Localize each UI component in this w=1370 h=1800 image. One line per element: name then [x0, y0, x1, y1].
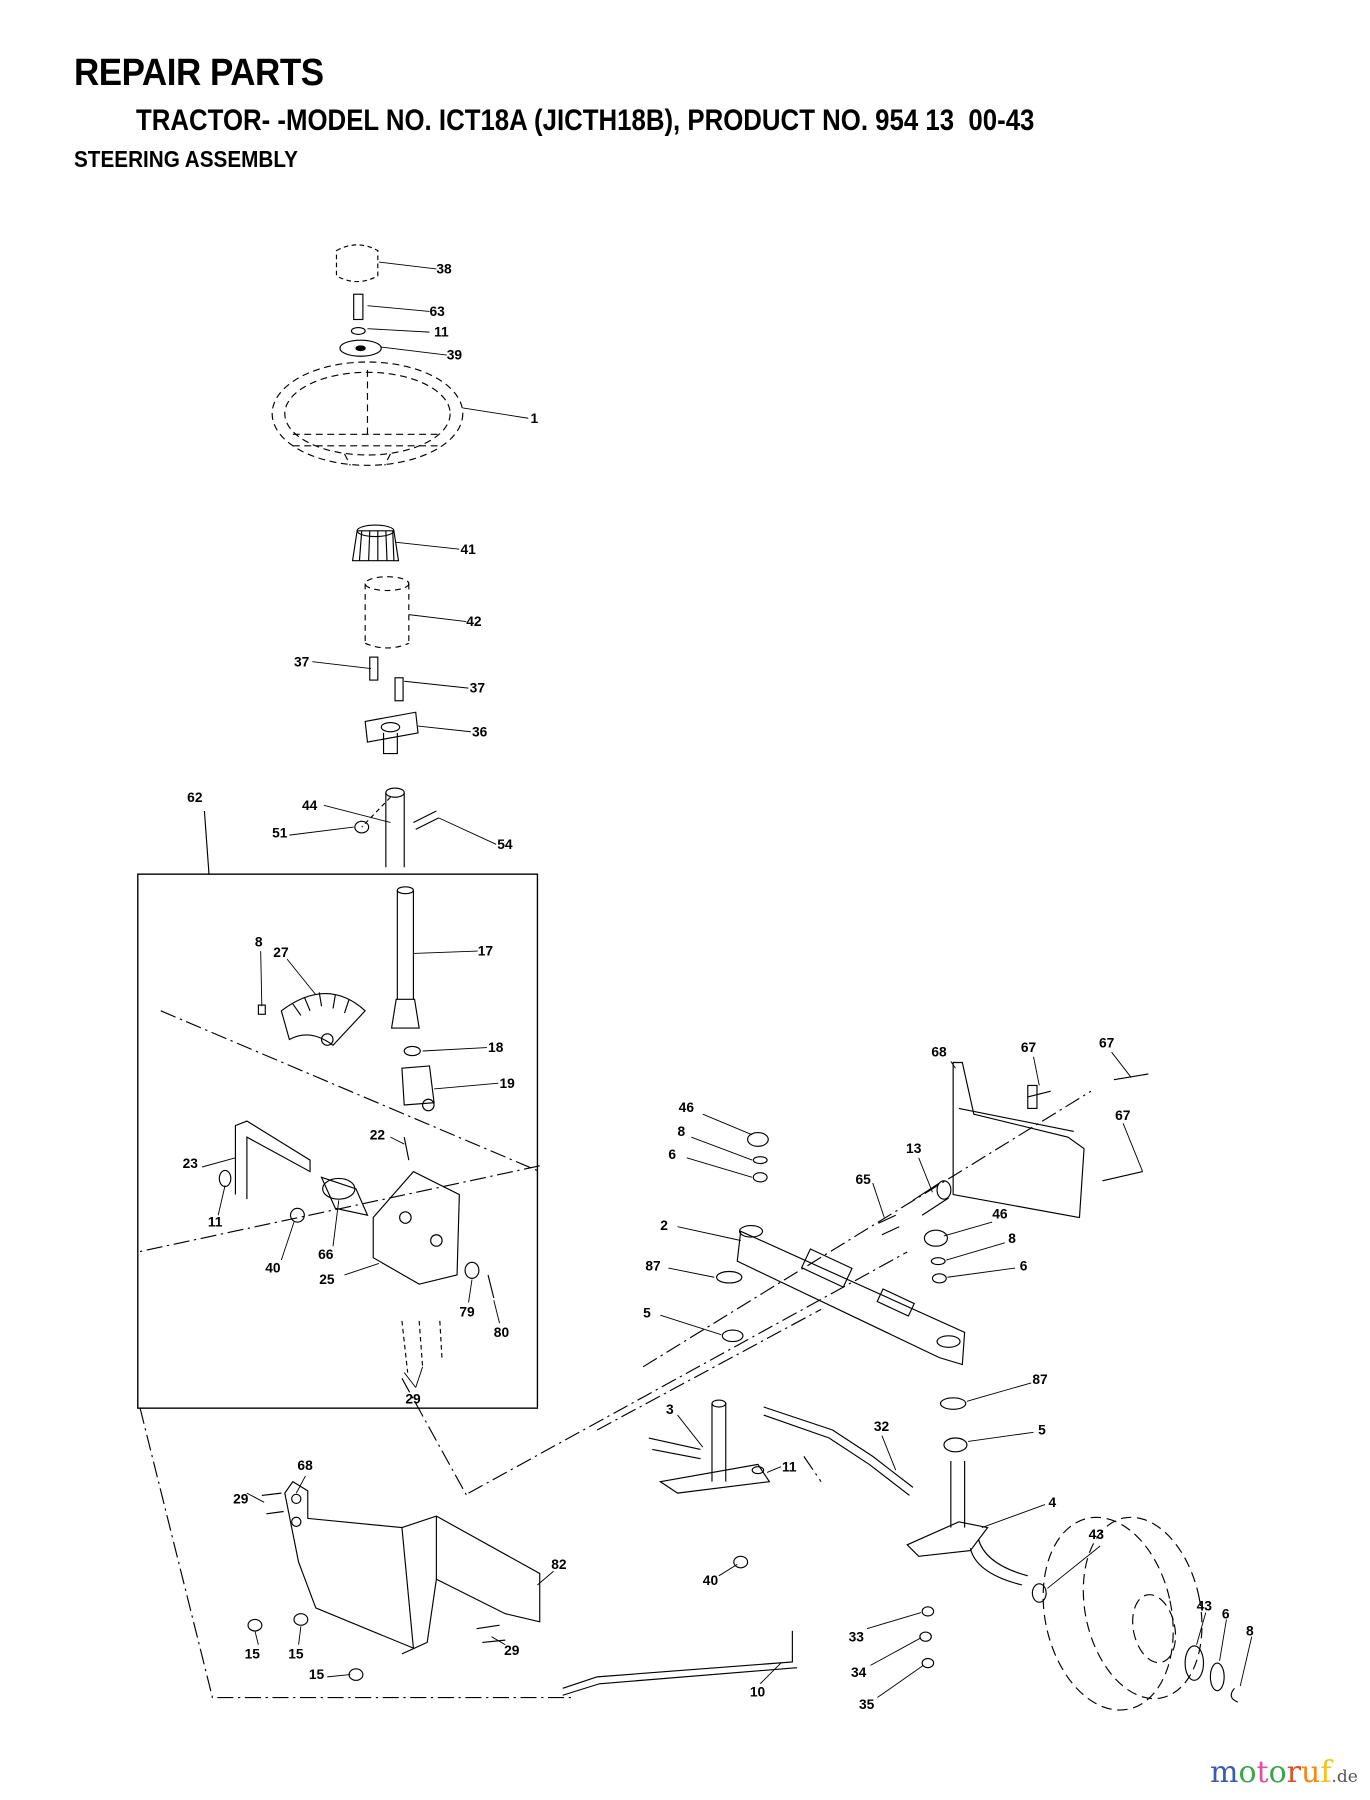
callout-23: 23 — [183, 1156, 199, 1171]
callout-29: 29 — [405, 1392, 421, 1407]
callout-68: 68 — [297, 1458, 313, 1473]
watermark-brand: motoruf — [1210, 1755, 1332, 1790]
callout-87: 87 — [1032, 1372, 1048, 1387]
callout-8: 8 — [255, 935, 263, 950]
callout-34: 34 — [851, 1665, 867, 1680]
callout-65: 65 — [856, 1172, 872, 1187]
callout-80: 80 — [494, 1325, 510, 1340]
callout-11: 11 — [208, 1215, 223, 1230]
callout-44: 44 — [302, 798, 318, 813]
callout-1: 1 — [531, 411, 539, 426]
callout-33: 33 — [849, 1629, 865, 1644]
callout-63: 63 — [429, 304, 445, 319]
watermark-logo: motoruf.de — [1210, 1755, 1358, 1790]
part-steering-wheel — [271, 361, 464, 466]
callout-67: 67 — [1099, 1036, 1115, 1051]
callout-3: 3 — [666, 1402, 674, 1417]
callout-4: 4 — [1048, 1495, 1056, 1510]
callout-15: 15 — [245, 1646, 261, 1661]
callout-68: 68 — [931, 1045, 947, 1060]
model-line: TRACTOR- -MODEL NO. ICT18A (JICTH18B), P… — [136, 104, 1035, 137]
callout-6: 6 — [1222, 1606, 1230, 1621]
callout-5: 5 — [1038, 1423, 1046, 1438]
callout-36: 36 — [472, 724, 488, 739]
callout-8: 8 — [1246, 1624, 1254, 1639]
callout-10: 10 — [750, 1684, 766, 1699]
callout-17: 17 — [478, 944, 494, 959]
watermark-tld: .de — [1331, 1767, 1358, 1787]
callout-18: 18 — [488, 1040, 504, 1055]
page-title: REPAIR PARTS — [74, 52, 324, 94]
callout-6: 6 — [668, 1147, 676, 1162]
callout-39: 39 — [447, 348, 463, 363]
callout-15: 15 — [288, 1646, 304, 1661]
callout-54: 54 — [497, 837, 513, 852]
callout-25: 25 — [319, 1272, 335, 1287]
callout-41: 41 — [460, 542, 476, 557]
callout-13: 13 — [906, 1141, 922, 1156]
callout-37: 37 — [294, 654, 310, 669]
callout-46: 46 — [679, 1100, 695, 1115]
callout-15: 15 — [309, 1667, 325, 1682]
callout-51: 51 — [272, 825, 288, 840]
callout-35: 35 — [859, 1697, 875, 1712]
callout-46: 46 — [992, 1207, 1008, 1222]
callout-38: 38 — [436, 262, 452, 277]
callout-40: 40 — [703, 1573, 719, 1588]
part-front-axle — [736, 1224, 966, 1366]
callout-27: 27 — [273, 945, 289, 960]
subassembly-box — [137, 873, 539, 1409]
callout-22: 22 — [370, 1127, 386, 1142]
callout-2: 2 — [660, 1218, 668, 1233]
callout-67: 67 — [1021, 1040, 1037, 1055]
callout-5: 5 — [643, 1305, 651, 1320]
callout-8: 8 — [678, 1124, 686, 1139]
callout-11: 11 — [782, 1459, 797, 1474]
callout-29: 29 — [504, 1643, 520, 1658]
callout-29: 29 — [233, 1491, 249, 1506]
callout-79: 79 — [459, 1304, 475, 1319]
callout-43: 43 — [1089, 1527, 1105, 1542]
callout-62: 62 — [187, 790, 203, 805]
part-cap — [335, 244, 379, 283]
callout-19: 19 — [500, 1076, 516, 1091]
callout-6: 6 — [1020, 1258, 1028, 1273]
part-wheel — [1042, 1516, 1203, 1711]
callout-67: 67 — [1115, 1108, 1131, 1123]
callout-11: 11 — [434, 325, 449, 340]
callout-42: 42 — [466, 614, 482, 629]
callout-82: 82 — [551, 1557, 567, 1572]
callout-66: 66 — [318, 1247, 334, 1262]
callout-37: 37 — [470, 681, 486, 696]
section-title: STEERING ASSEMBLY — [74, 146, 298, 172]
callout-43: 43 — [1197, 1598, 1213, 1613]
callout-8: 8 — [1008, 1231, 1016, 1246]
callout-87: 87 — [645, 1258, 661, 1273]
callout-32: 32 — [874, 1419, 890, 1434]
callout-40: 40 — [265, 1261, 281, 1276]
